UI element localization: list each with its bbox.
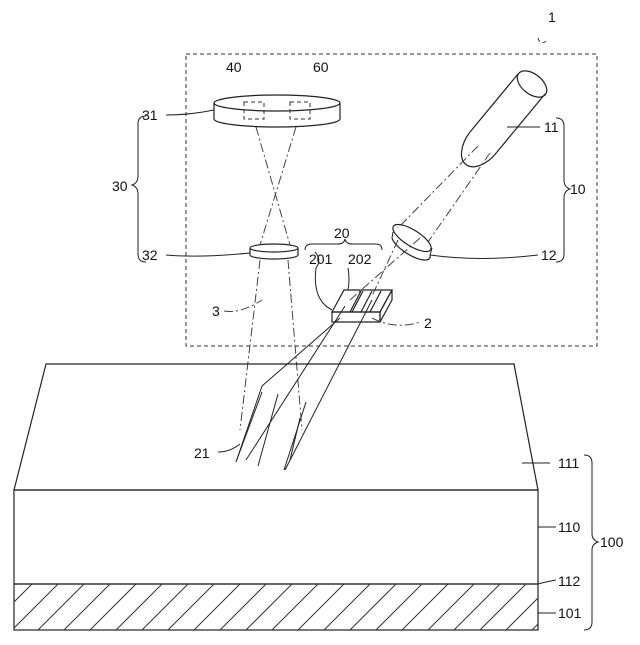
label-system: 1 [548,9,556,25]
label-110: 110 [558,519,581,535]
brace-30 [132,116,146,262]
diffracted-rays [236,300,372,470]
label-12: 12 [541,247,557,263]
label-21: 21 [194,445,210,461]
label-60: 60 [313,59,329,75]
braces [132,116,598,630]
label-112: 112 [558,573,581,589]
hatch-line [168,584,214,630]
layer-111-top [14,364,538,490]
label-32: 32 [142,247,158,263]
light-source-11 [461,66,551,167]
label-111: 111 [558,455,579,471]
sample-100 [14,364,538,630]
label-3: 3 [212,303,220,319]
label-10: 10 [570,181,586,197]
label-100: 100 [600,534,624,550]
hatch-line [350,584,396,630]
label-202: 202 [348,251,372,267]
hatch-line [142,584,188,630]
label-11: 11 [544,119,559,135]
label-20: 20 [334,225,350,241]
hatch-line [480,584,526,630]
hatch-line [584,584,630,630]
hatch-line [38,584,84,630]
lens-31 [214,95,340,127]
hatch-line [272,584,318,630]
layer-110 [14,490,538,584]
hatch-line [324,584,370,630]
lens-12 [389,220,435,260]
beam-10 [350,146,490,300]
hatch-line [428,584,474,630]
label-101: 101 [558,605,582,621]
lens-32 [250,244,298,259]
label-30: 30 [112,178,128,194]
hatch-line [116,584,162,630]
label-31: 31 [142,107,158,123]
hatch-pattern [0,584,630,630]
layer-101 [14,584,538,630]
label-2: 2 [424,315,432,331]
hatch-line [64,584,110,630]
leader-lines [166,38,556,613]
system-enclosure [186,54,597,346]
hatch-line [402,584,448,630]
hatch-line [220,584,266,630]
hatch-line [90,584,136,630]
label-201: 201 [309,251,333,267]
brace-10 [556,118,570,262]
beam-3 [240,127,302,430]
hatch-line [298,584,344,630]
grating-element-2 [332,290,392,322]
hatch-line [12,584,58,630]
hatch-line [194,584,240,630]
hatch-line [506,584,552,630]
label-40: 40 [226,59,242,75]
brace-100 [584,455,598,630]
hatch-line [0,584,32,630]
hatch-line [0,584,6,630]
hatch-line [376,584,422,630]
hatch-line [246,584,292,630]
hatch-line [454,584,500,630]
